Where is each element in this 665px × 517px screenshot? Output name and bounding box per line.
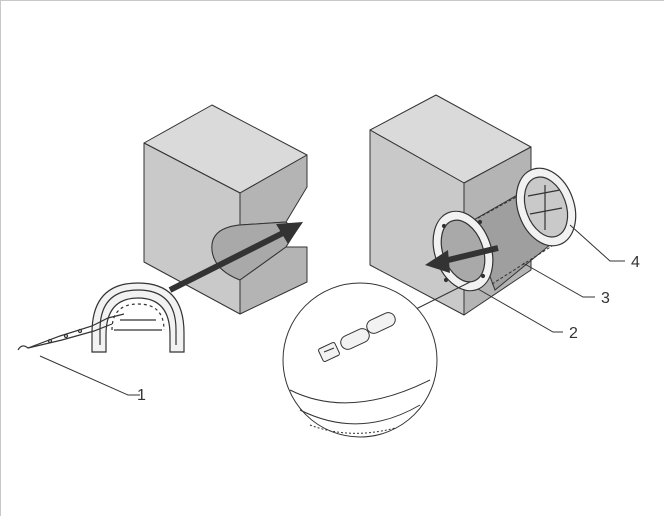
callout-2: 2	[569, 325, 578, 342]
callout-3: 3	[601, 290, 610, 307]
extraction-arrow-icon	[425, 245, 499, 273]
callout-4: 4	[631, 254, 640, 271]
left-wall-block	[143, 104, 308, 315]
callout-leaders	[39, 224, 625, 396]
detail-magnifier-icon	[282, 281, 471, 438]
pull-chain-icon	[17, 313, 125, 351]
ring-frame-back	[515, 167, 577, 247]
split-frame-icon	[91, 282, 185, 353]
chain-link-detail	[318, 312, 396, 362]
callout-1: 1	[137, 387, 146, 404]
insertion-arrow-icon	[168, 222, 303, 293]
left-block-side-lower	[239, 246, 308, 315]
